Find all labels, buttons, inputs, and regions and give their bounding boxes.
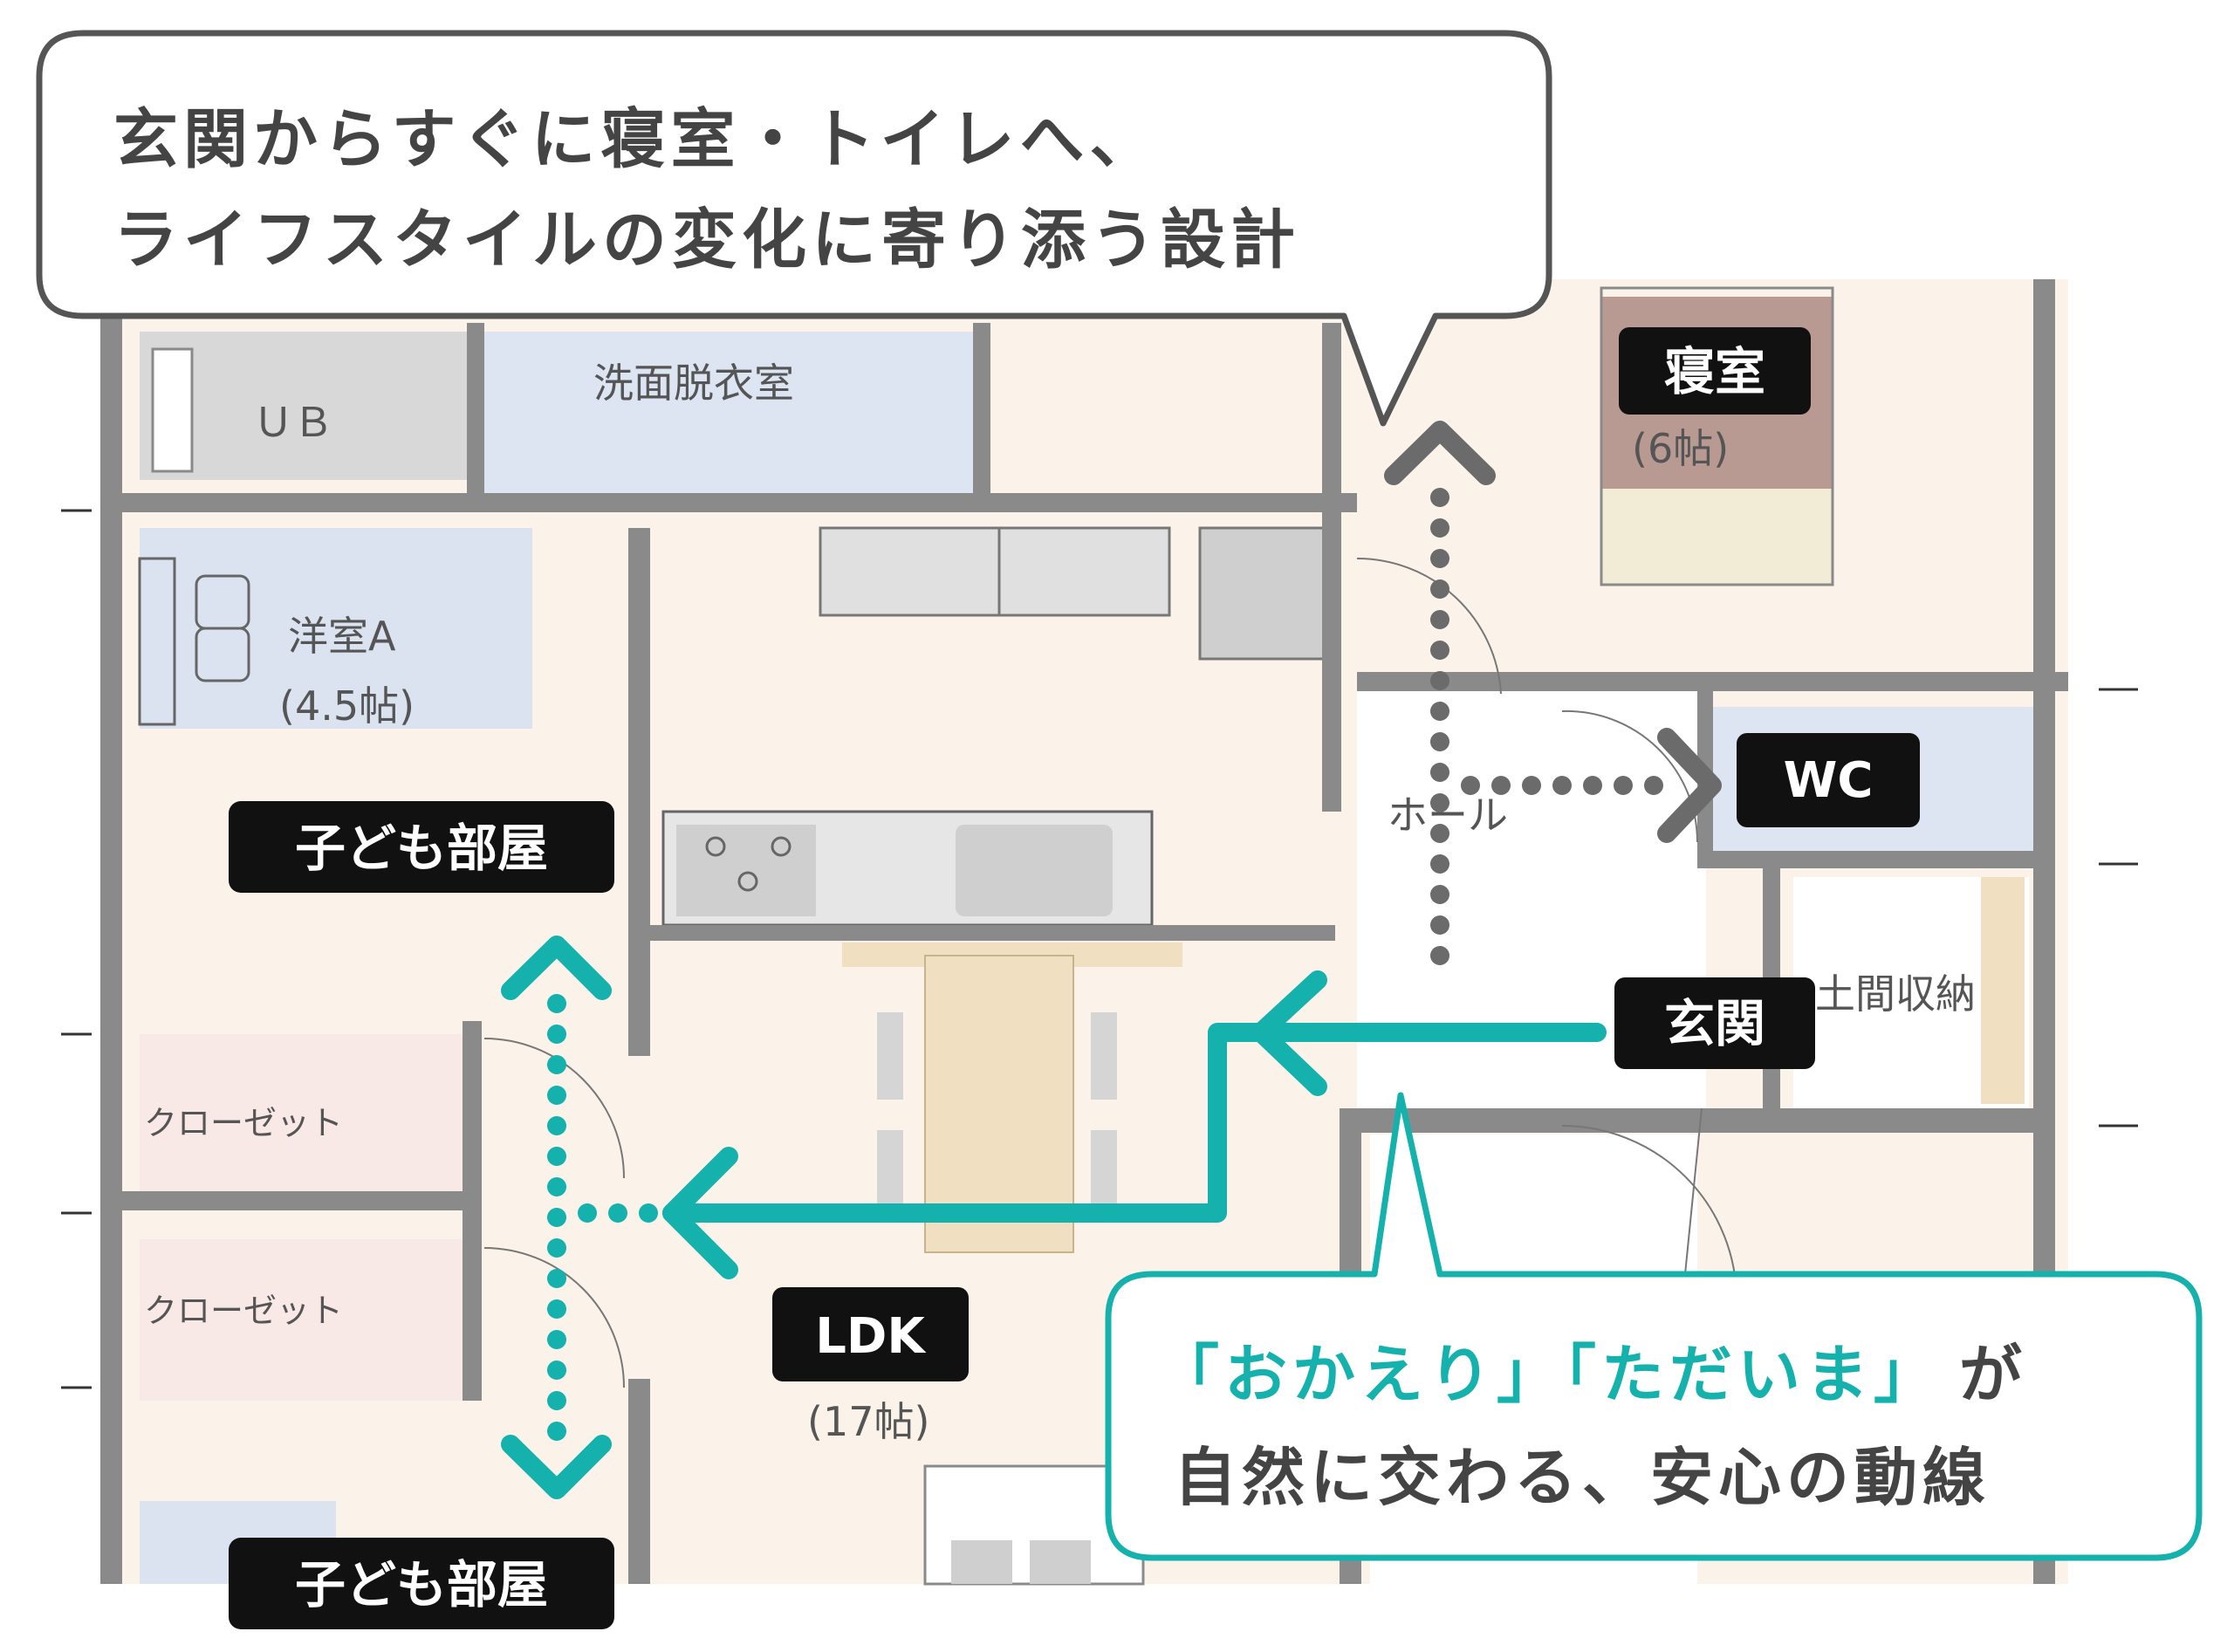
gray-dotted-route (1430, 488, 1663, 965)
room-doma: 土間収納 (1815, 970, 1976, 1018)
arrow-left-icon (662, 1147, 738, 1279)
tag-shinshitsu: 寝室 (1664, 342, 1765, 401)
tag-kodomo-bottom: 子ども部屋 (295, 1555, 548, 1614)
room-shinshitsu-size: (6帖) (1632, 425, 1729, 472)
arrow-up-icon (501, 936, 612, 1000)
top-callout-line2: ライフスタイルの変化に寄り添う設計 (113, 202, 1300, 278)
room-closet-1: クローゼット (144, 1104, 343, 1142)
tag-ldk: LDK (815, 1308, 927, 1365)
room-tags: 寝室 WC 玄関 子ども部屋 子ども部屋 LDK (229, 327, 1920, 1629)
top-callout-line1: 玄関からすぐに寝室・トイレへ、 (113, 102, 1160, 177)
room-ub: ＵＢ (253, 399, 333, 446)
arrow-right-icon (1657, 728, 1722, 843)
tag-kodomo-top: 子ども部屋 (295, 819, 548, 878)
room-closet-2: クローゼット (144, 1292, 343, 1330)
floor-plan (61, 279, 2138, 1586)
room-labels: ＵＢ 洗面脱衣室 洋室A (4.5帖) (6帖) ホール 土間収納 (17帖) … (144, 360, 1976, 1445)
room-youshitsu-a-size: (4.5帖) (279, 682, 415, 730)
tag-genkan: 玄関 (1664, 994, 1765, 1053)
teal-dotted-route (547, 994, 658, 1441)
top-callout: 玄関からすぐに寝室・トイレへ、 ライフスタイルの変化に寄り添う設計 (36, 30, 1552, 427)
room-youshitsu-a: 洋室A (288, 613, 396, 660)
bottom-callout: 「おかえり」「ただいま」が 自然に交わる、安心の動線 (1105, 1092, 2203, 1561)
arrow-up-icon (1384, 421, 1496, 485)
bottom-callout-line2: 自然に交わる、安心の動線 (1174, 1441, 1991, 1514)
arrow-down-icon (501, 1435, 612, 1499)
teal-route (662, 970, 1607, 1279)
tag-wc: WC (1784, 752, 1874, 809)
arrow-left-icon (1251, 970, 1327, 1096)
room-senmen: 洗面脱衣室 (593, 360, 794, 407)
room-ldk-size: (17帖) (807, 1398, 929, 1445)
bottom-callout-line1: 「おかえり」「ただいま」が (1156, 1338, 2027, 1411)
